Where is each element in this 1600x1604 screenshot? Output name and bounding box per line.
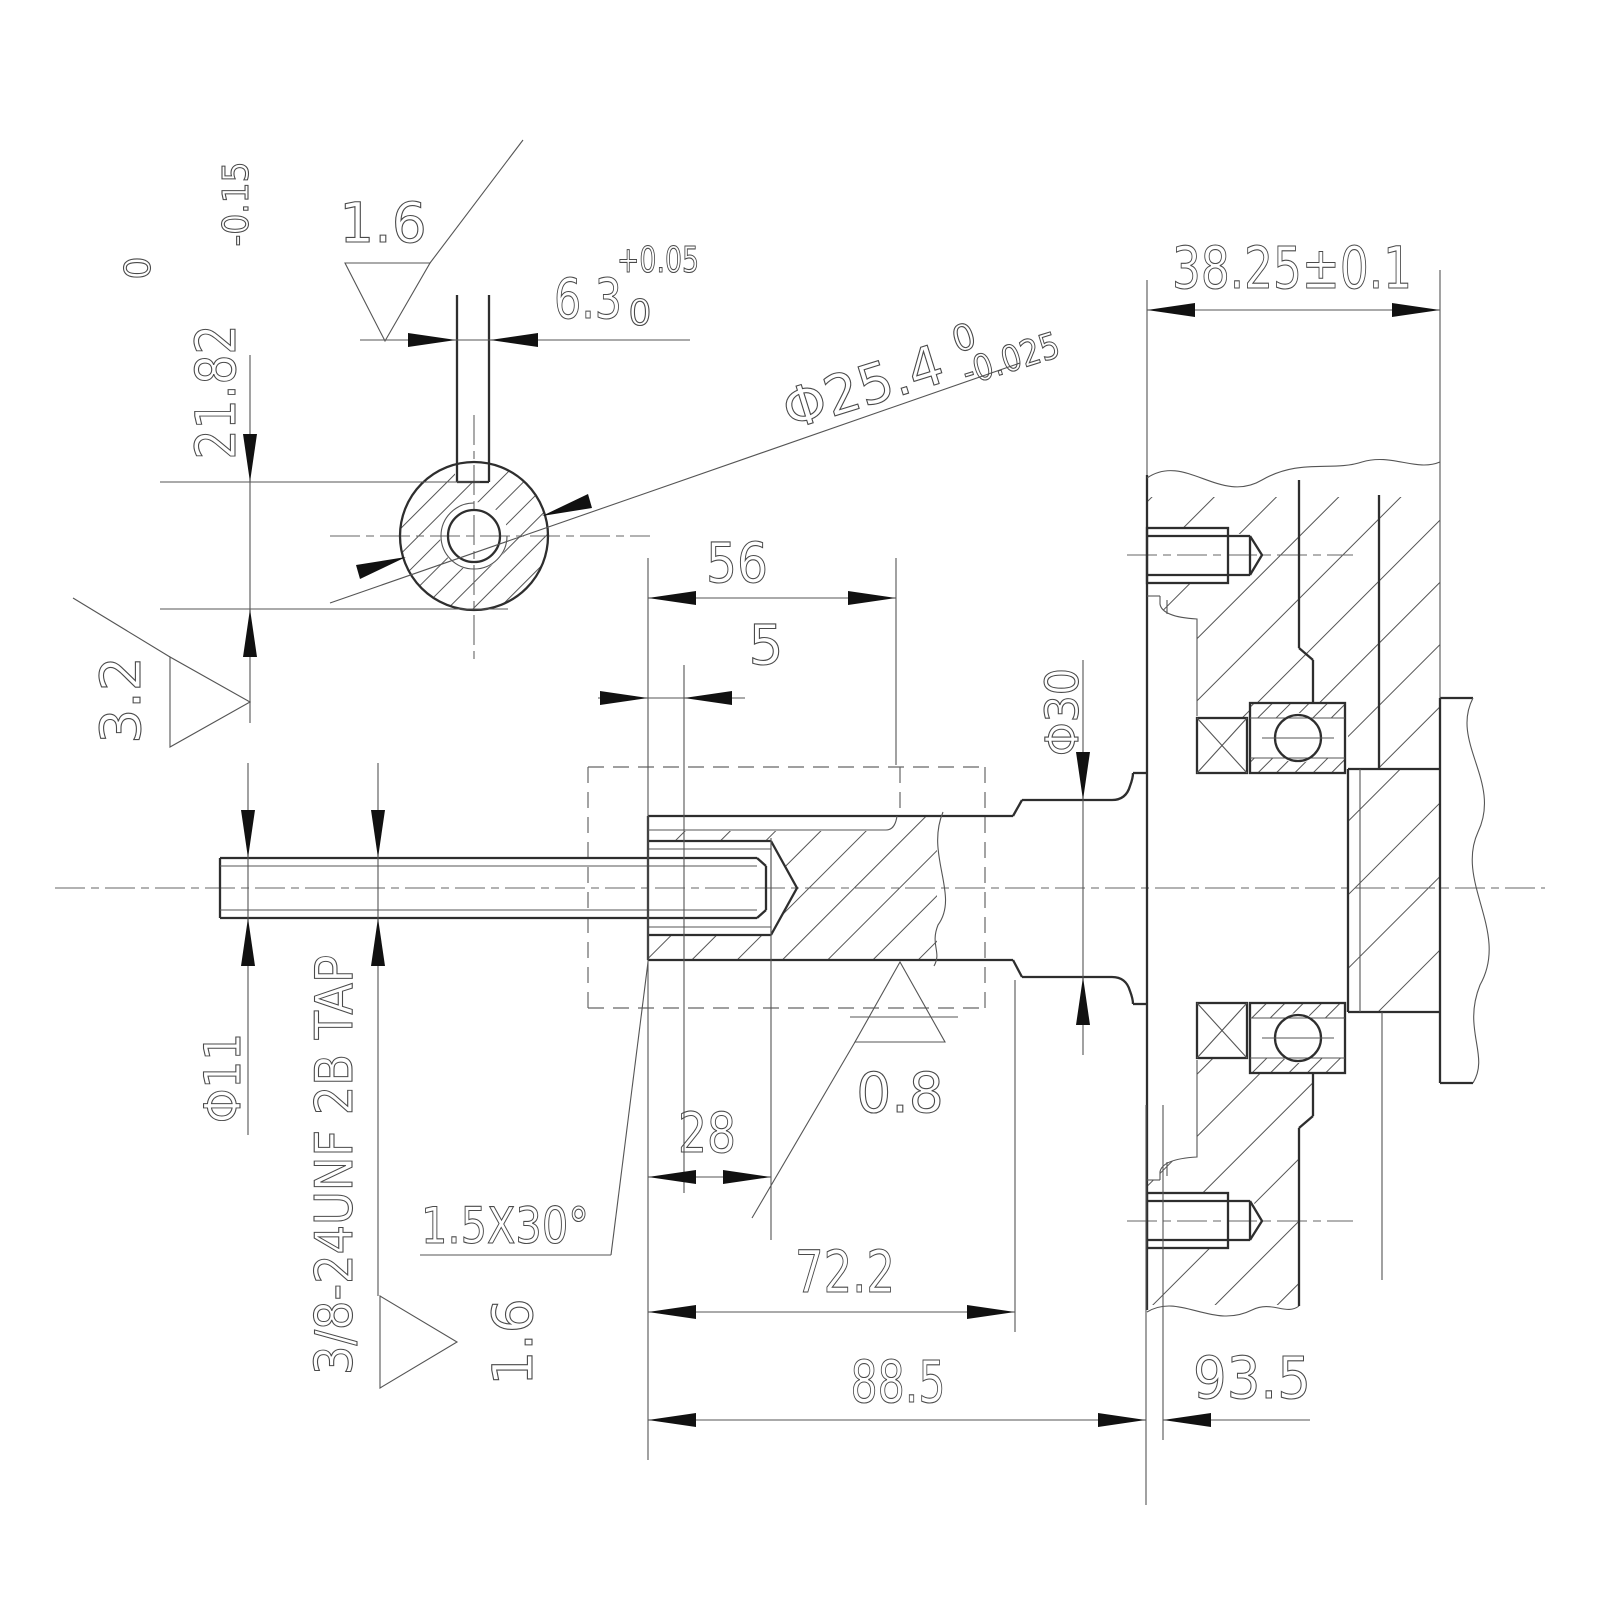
roughness-symbol-keyway-bottom — [169, 656, 252, 748]
roughness-value-keyway-side: 1.6 — [339, 191, 426, 255]
roughness-symbol-keyway-side — [344, 262, 431, 343]
seal-upper — [1195, 716, 1249, 775]
dim-keyway-height: 21.82 — [184, 325, 248, 460]
dim-keyway-width-tol-upper: +0.05 — [617, 240, 699, 281]
dim-recess-depth: 5 — [749, 613, 784, 677]
shaft-cross-section — [398, 460, 550, 612]
centerlines — [55, 415, 1545, 1222]
thread-callout: 3/8-24UNF 2B TAP — [305, 955, 365, 1375]
seal-lower — [1195, 1001, 1249, 1060]
dim-thread-depth: 28 — [678, 1101, 736, 1165]
dim-journal-diameter: Φ30 — [1036, 668, 1089, 756]
set-screw-lower — [1145, 1191, 1230, 1250]
section-hatching — [400, 455, 1440, 1305]
chamfer-note: 1.5X30° — [421, 1197, 589, 1255]
surface-finish-symbols — [72, 139, 958, 1389]
crankcase-upper-hatch — [1299, 497, 1440, 769]
leader-shaft-diameter — [329, 362, 1021, 604]
bearing-lower — [1248, 1001, 1347, 1075]
hub-top-break-line — [1146, 458, 1441, 488]
keyway-bottom-line — [648, 815, 898, 831]
set-screw-upper — [1145, 526, 1230, 585]
dim-hub-width: 38.25±0.1 — [1172, 234, 1412, 302]
tapped-hole-minor — [446, 508, 502, 564]
dim-shaft-diameter: Φ25.4 — [775, 332, 952, 442]
crankcase-break-line — [1466, 697, 1490, 1084]
roughness-value-thread: 1.6 — [481, 1298, 545, 1385]
bearing-upper — [1248, 701, 1347, 775]
dim-length-88-5: 88.5 — [851, 1348, 946, 1416]
dimension-arrows — [241, 303, 1440, 1427]
roughness-value-shaft: 0.8 — [856, 1061, 943, 1125]
dim-keyway-width-tol-lower: 0 — [629, 293, 652, 334]
roughness-symbol-thread — [379, 1295, 459, 1389]
roughness-value-keyway-bottom: 3.2 — [89, 656, 153, 743]
dim-length-93-5: 93.5 — [1193, 1344, 1311, 1412]
dim-keyway-height-tol-upper: 0 — [118, 257, 159, 280]
dimension-lines — [160, 270, 1441, 1505]
phantom-outline — [587, 766, 986, 1009]
dim-keyway-length: 56 — [706, 531, 768, 595]
part-outlines — [218, 295, 1490, 1317]
dim-stud-diameter: Φ11 — [194, 1033, 252, 1123]
shaft-break-line — [933, 811, 947, 967]
dim-keyway-width: 6.3 — [554, 267, 622, 331]
roughness-symbol-shaft — [854, 960, 946, 1043]
dim-shaft-diameter-group: Φ25.4 0 -0.025 — [774, 315, 1065, 443]
dim-length-72-2: 72.2 — [795, 1238, 895, 1306]
plate-hatch — [1348, 769, 1440, 1012]
hub-bottom-break-line — [1146, 1305, 1300, 1317]
dim-keyway-height-tol-lower: -0.15 — [216, 162, 257, 247]
tapped-hole-major-arc — [440, 502, 508, 570]
